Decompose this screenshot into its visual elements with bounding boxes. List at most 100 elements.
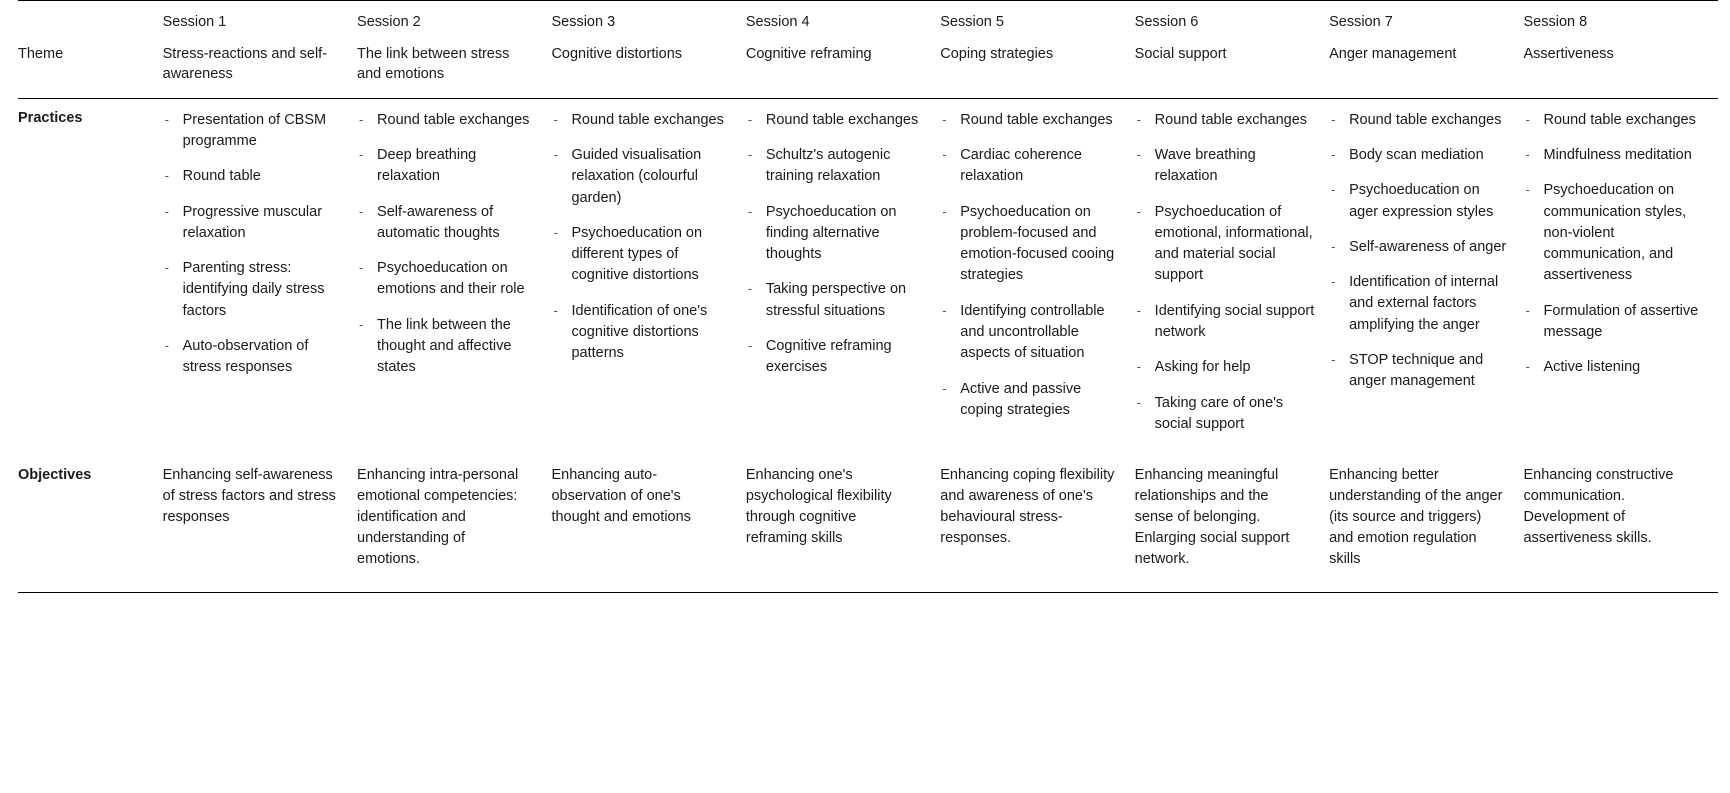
bullet-dash-icon: - [747,111,753,127]
practices-session-3: -Round table exchanges-Guided visualisat… [551,97,746,456]
bullet-dash-icon: - [553,146,558,162]
theme-session-4: Cognitive reframing [745,45,872,62]
column-header-session-3: Session 3 [551,0,746,44]
practices-list: -Round table exchanges-Deep breathing re… [357,110,539,379]
practice-item: -Psychoeducation on communication styles… [1523,180,1706,287]
practice-item-label: Cognitive reframing exercises [765,338,892,376]
bullet-dash-icon: - [1136,111,1142,127]
practice-item-label: Formulation of assertive message [1543,302,1699,341]
practice-item: -Auto-observation of stress responses [163,336,345,379]
corner-cell [18,0,163,44]
bullet-dash-icon: - [1525,359,1530,375]
bullet-dash-icon: - [747,203,753,219]
practice-item: -Psychoeducation of emotional, informati… [1135,202,1317,287]
bullet-dash-icon: - [553,111,558,127]
bullet-dash-icon: - [942,302,947,318]
practice-item: -Schultz's autogenic training relaxation [746,145,928,188]
column-header-session-6: Session 6 [1134,0,1330,44]
header-theme-row: Theme Stress-reactions and self-awarenes… [18,44,1718,99]
bullet-dash-icon: - [359,260,364,276]
bullet-dash-icon: - [942,146,947,162]
column-header-session-5: Session 5 [940,0,1135,44]
bullet-dash-icon: - [1136,146,1142,162]
column-header-session-1: Session 1 [162,0,358,44]
bullet-dash-icon: - [164,111,169,127]
practice-item: -Parenting stress: identifying daily str… [163,258,345,322]
bottom-rule-cell [1134,592,1330,598]
practice-item-label: Deep breathing relaxation [377,146,477,185]
practices-list: -Round table exchanges-Guided visualisat… [551,110,733,365]
bullet-dash-icon: - [359,203,364,219]
column-header-session-7: Session 7 [1329,0,1524,44]
practice-item-label: Round table exchanges [765,111,919,128]
practice-item-label: Self-awareness of anger [1349,238,1507,255]
practice-item: -Guided visualisation relaxation (colour… [551,145,733,209]
practice-item-label: Asking for help [1154,359,1251,376]
practice-item-label: The link between the thought and affecti… [377,316,512,376]
practice-item: -Identification of one's cognitive disto… [551,301,733,365]
objectives-session-7: Enhancing better understanding of the an… [1329,467,1503,568]
bottom-rule-cell [1523,592,1718,598]
practice-item-label: Progressive muscular relaxation [182,203,323,241]
bullet-dash-icon: - [747,146,753,162]
row-label-objectives: Objectives [18,467,92,484]
practice-item: -Body scan mediation [1329,145,1511,166]
bullet-dash-icon: - [1136,302,1142,318]
objectives-row: Objectives Enhancing self-awareness of s… [18,455,1718,593]
practice-item: -Identifying controllable and uncontroll… [940,301,1122,365]
bottom-rule-cell [745,592,941,598]
bullet-dash-icon: - [1525,146,1530,162]
practice-item-label: Round table exchanges [571,111,724,128]
practice-item-label: Active and passive coping strategies [960,380,1082,418]
practices-list: - Round table exchanges -Mindfulness medit… [1523,110,1706,379]
practice-item: -Asking for help [1135,357,1317,378]
header-session-row: Session 1 Session 2 Session 3 Session 4 … [18,0,1718,44]
practice-item: -The link between the thought and affect… [357,315,539,379]
practice-item-label: Taking care of one's social support [1154,394,1284,432]
practice-item-label: Identifying social support network [1154,302,1315,341]
bullet-dash-icon: - [164,203,169,219]
practice-item-label: Round table exchanges [960,111,1113,128]
practice-item: -Round table exchanges [940,110,1122,131]
practice-item: -Deep breathing relaxation [357,145,539,188]
bullet-dash-icon: - [164,260,169,276]
practice-item-label: Parenting stress: identifying daily stre… [182,260,325,319]
theme-session-2: The link between stress and emotions [357,45,510,82]
bullet-dash-icon: - [1525,182,1530,198]
bullet-dash-icon: - [1331,274,1336,290]
practice-item: -Psychoeducation on problem-focused and … [940,202,1122,287]
practice-item: -Progressive muscular relaxation [163,202,345,245]
practice-item-label: Body scan mediation [1349,146,1484,163]
practice-item: -Formulation of assertive message [1523,301,1706,344]
practice-item: -Round table exchanges [357,110,539,131]
practice-item-label: Active listening [1543,359,1641,376]
bullet-dash-icon: - [747,338,753,354]
practice-item-label: Schultz's autogenic training relaxation [765,146,891,185]
bullet-dash-icon: - [1331,352,1336,368]
practice-item-label: STOP technique and anger management [1349,352,1484,390]
practice-item-label: Psychoeducation on problem-focused and e… [960,203,1115,284]
theme-session-8: Assertiveness [1523,45,1614,62]
column-header-session-4: Session 4 [745,0,941,44]
practice-item: -Identification of internal and external… [1329,272,1511,336]
practice-item: -Round table exchanges [551,110,733,131]
practices-session-8: - Round table exchanges -Mindfulness medit… [1523,97,1718,456]
practice-item-label: Psychoeducation on communication styles,… [1543,182,1687,284]
bullet-dash-icon: - [359,111,364,127]
practices-session-6: -Round table exchanges-Wave breathing re… [1134,97,1330,456]
practice-item-label: Identifying controllable and uncontrolla… [960,302,1105,362]
practice-item-label: Round table exchanges [1349,111,1502,128]
practice-item-label: Round table exchanges [1543,111,1696,128]
practice-item: -Mindfulness meditation [1523,145,1706,166]
practice-item-label: Psychoeducation on different types of co… [571,224,703,284]
bullet-dash-icon: - [942,111,947,127]
practices-list: -Round table exchanges-Wave breathing re… [1135,110,1317,436]
bottom-rule [18,592,1718,598]
bullet-dash-icon: - [1331,238,1336,254]
bullet-dash-icon: - [359,316,364,332]
practice-item-label: Psychoeducation of emotional, informatio… [1154,203,1313,284]
objectives-session-1: Enhancing self-awareness of stress facto… [162,467,336,526]
practice-item-label: Identification of one's cognitive distor… [571,302,708,362]
practice-item: -Round table exchanges [1135,110,1317,131]
